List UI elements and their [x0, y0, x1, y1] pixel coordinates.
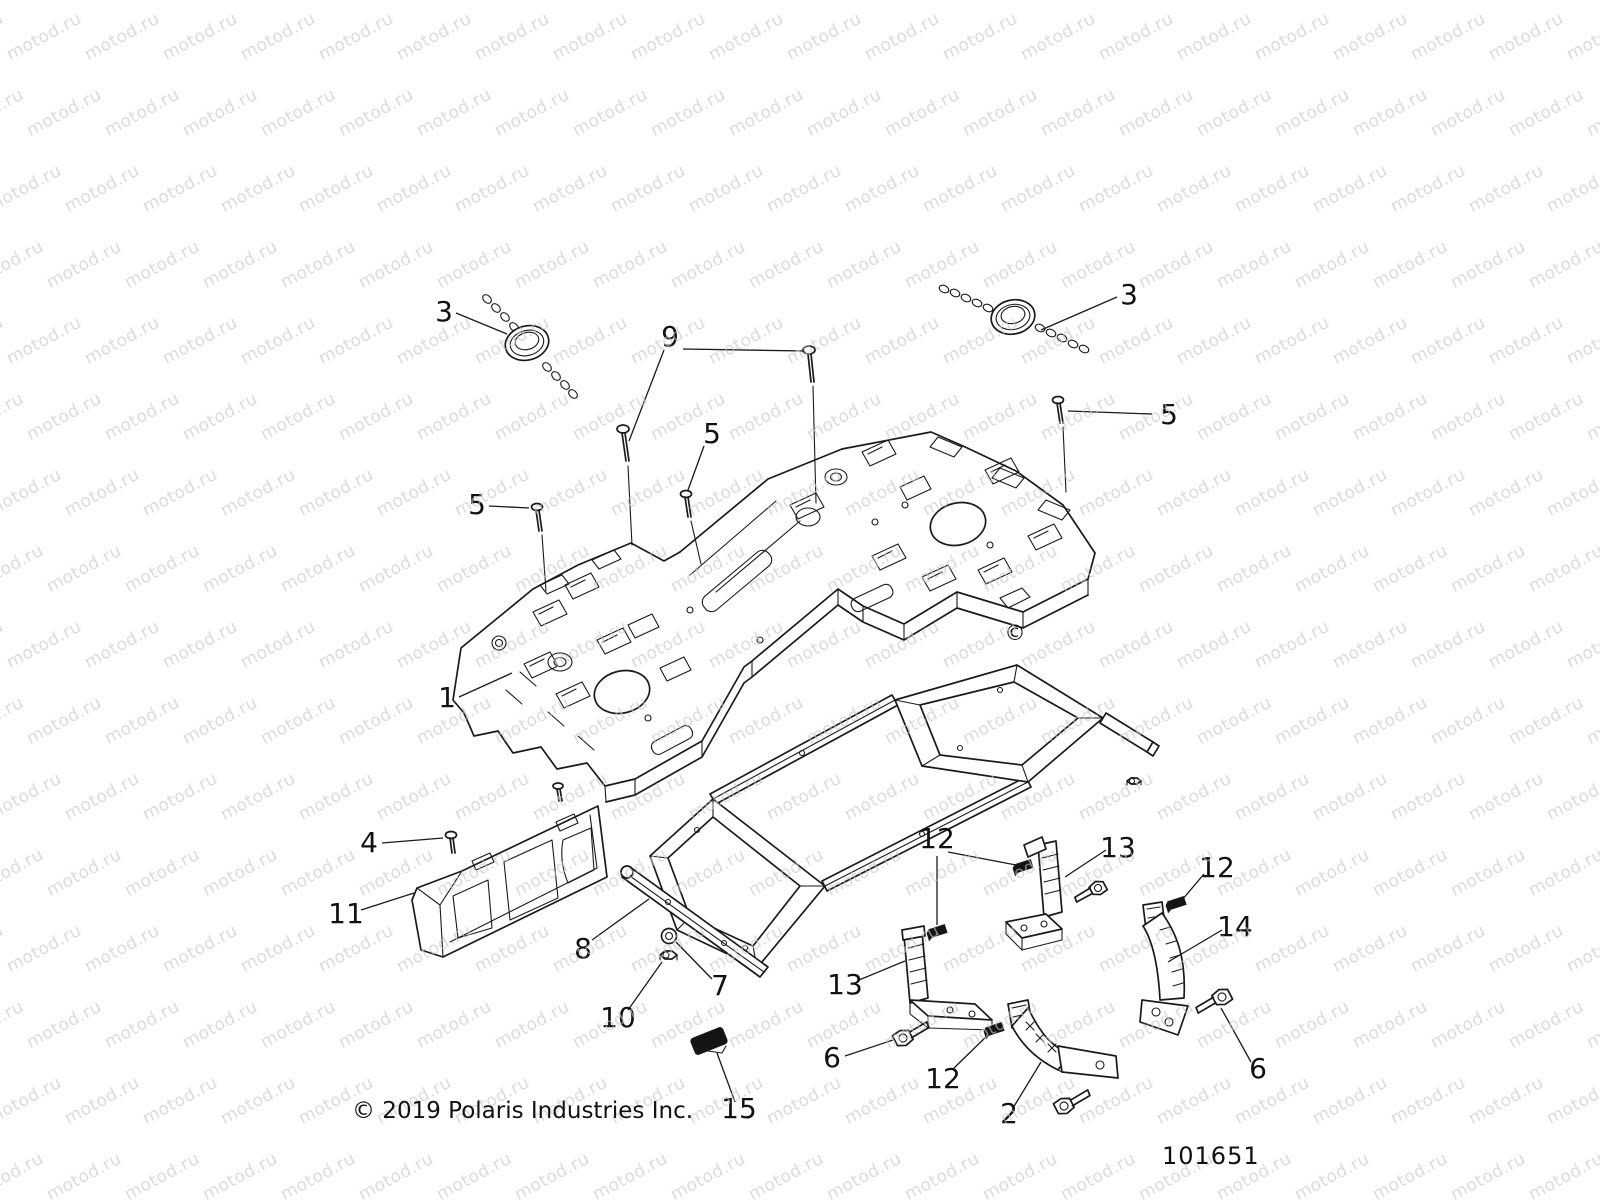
callout-label-5: 5: [468, 488, 486, 521]
screw-small: [552, 782, 564, 802]
screw-5-left: [530, 502, 547, 592]
washer-7: [660, 927, 678, 945]
grommet-left: [482, 294, 578, 399]
callout-label-12: 12: [919, 822, 955, 855]
nut-10: [659, 950, 678, 961]
callout-label-4: 4: [360, 826, 378, 859]
rack-body: [452, 431, 1096, 803]
drawing-copyright-symbol: ©: [1005, 621, 1026, 645]
callout-label-3: 3: [435, 295, 453, 328]
hex-bolts-6: [891, 880, 1234, 1115]
callout-label-5: 5: [703, 417, 721, 450]
bolt-9-right: [802, 345, 817, 504]
hex-bolt: [1052, 1089, 1091, 1115]
callout-label-3: 3: [1120, 278, 1138, 311]
bracket-13-left: [901, 925, 993, 1031]
callout-label-9: 9: [661, 320, 679, 353]
frame-right-hoop: [894, 664, 1160, 783]
callout-label-14: 14: [1217, 910, 1253, 943]
callout-label-6: 6: [1249, 1052, 1267, 1085]
hex-bolt: [1195, 988, 1234, 1014]
callout-label-11: 11: [328, 897, 364, 930]
callout-label-2: 2: [1000, 1097, 1018, 1130]
nut-10b: [1126, 777, 1142, 786]
bead-chain: [482, 294, 578, 399]
screw-4: [444, 830, 458, 854]
bracket-14: [1139, 901, 1189, 1036]
frame-left-hoop: [620, 798, 826, 978]
callout-label-10: 10: [600, 1001, 636, 1034]
callout-label-13: 13: [1100, 831, 1136, 864]
callout-label-15: 15: [721, 1092, 757, 1125]
callout-label-5: 5: [1160, 398, 1178, 431]
bracket-13-right: [1005, 836, 1063, 951]
callout-label-8: 8: [574, 932, 592, 965]
callout-label-12: 12: [1199, 851, 1235, 884]
screw-5-right: [1051, 395, 1067, 493]
rack-wedge-holes-right: [789, 439, 1063, 592]
screw-5-mid: [679, 489, 702, 565]
hex-bolt: [1073, 880, 1109, 903]
screws-and-bolts: [444, 345, 1067, 854]
rubber-pad-15: [690, 1027, 728, 1055]
callout-label-6: 6: [823, 1041, 841, 1074]
callout-label-7: 7: [711, 969, 729, 1002]
side-panel: [411, 805, 608, 958]
bracket-2: [1007, 999, 1119, 1079]
bolt-9-left: [616, 424, 633, 546]
bead-chain: [938, 284, 1090, 354]
grommet-right: [938, 284, 1090, 354]
drawing-number: 101651: [1162, 1142, 1260, 1170]
rack-edge-cleats: [505, 436, 1071, 751]
copyright-text: © 2019 Polaris Industries Inc.: [352, 1098, 694, 1124]
callout-label-13: 13: [827, 968, 863, 1001]
callout-label-12: 12: [925, 1062, 961, 1095]
hex-bolt: [891, 1021, 930, 1047]
leader-lines: [360, 296, 1252, 1109]
rack-wedge-holes-left: [523, 572, 692, 709]
frame-front-bar: [620, 865, 769, 978]
callout-label-1: 1: [438, 681, 456, 714]
